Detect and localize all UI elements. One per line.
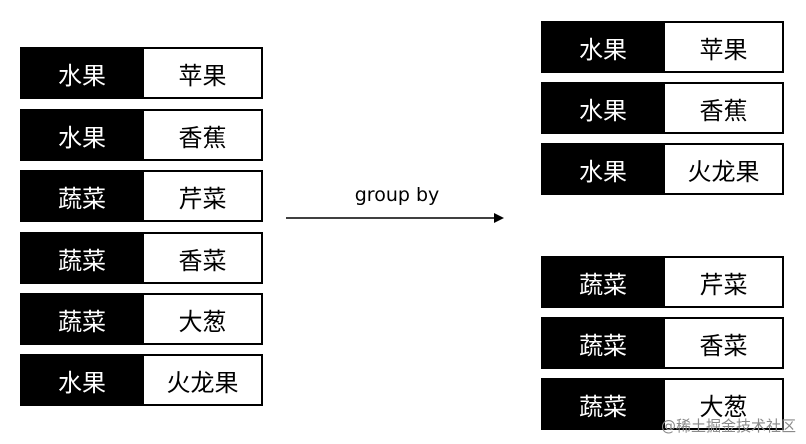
item-cell: 大葱	[142, 295, 261, 343]
category-cell: 水果	[543, 145, 663, 193]
group-by-arrow: group by	[286, 184, 508, 228]
item-cell: 芹菜	[663, 258, 782, 306]
item-cell: 香蕉	[663, 84, 782, 132]
veg-row-3: 蔬菜 大葱	[541, 378, 784, 430]
item-cell: 大葱	[663, 380, 782, 428]
category-cell: 蔬菜	[22, 172, 142, 220]
arrow-right-icon	[286, 213, 504, 223]
left-row-6: 水果 火龙果	[20, 354, 263, 406]
left-row-5: 蔬菜 大葱	[20, 293, 263, 345]
category-cell: 水果	[543, 23, 663, 71]
category-cell: 蔬菜	[543, 319, 663, 367]
item-cell: 芹菜	[142, 172, 261, 220]
category-cell: 水果	[22, 49, 142, 97]
fruit-row-2: 水果 香蕉	[541, 82, 784, 134]
item-cell: 香蕉	[142, 111, 261, 159]
watermark: @稀土掘金技术社区	[660, 417, 796, 435]
category-cell: 蔬菜	[22, 295, 142, 343]
fruit-row-1: 水果 苹果	[541, 21, 784, 73]
category-cell: 蔬菜	[543, 258, 663, 306]
category-cell: 水果	[543, 84, 663, 132]
left-row-3: 蔬菜 芹菜	[20, 170, 263, 222]
fruit-row-3: 水果 火龙果	[541, 143, 784, 195]
veg-row-2: 蔬菜 香菜	[541, 317, 784, 369]
item-cell: 苹果	[663, 23, 782, 71]
left-row-1: 水果 苹果	[20, 47, 263, 99]
left-row-2: 水果 香蕉	[20, 109, 263, 161]
arrow-label: group by	[354, 184, 440, 206]
item-cell: 香菜	[663, 319, 782, 367]
item-cell: 火龙果	[142, 356, 261, 404]
category-cell: 水果	[22, 111, 142, 159]
item-cell: 苹果	[142, 49, 261, 97]
item-cell: 香菜	[142, 234, 261, 282]
category-cell: 蔬菜	[543, 380, 663, 428]
veg-row-1: 蔬菜 芹菜	[541, 256, 784, 308]
category-cell: 蔬菜	[22, 234, 142, 282]
category-cell: 水果	[22, 356, 142, 404]
left-row-4: 蔬菜 香菜	[20, 232, 263, 284]
item-cell: 火龙果	[663, 145, 782, 193]
